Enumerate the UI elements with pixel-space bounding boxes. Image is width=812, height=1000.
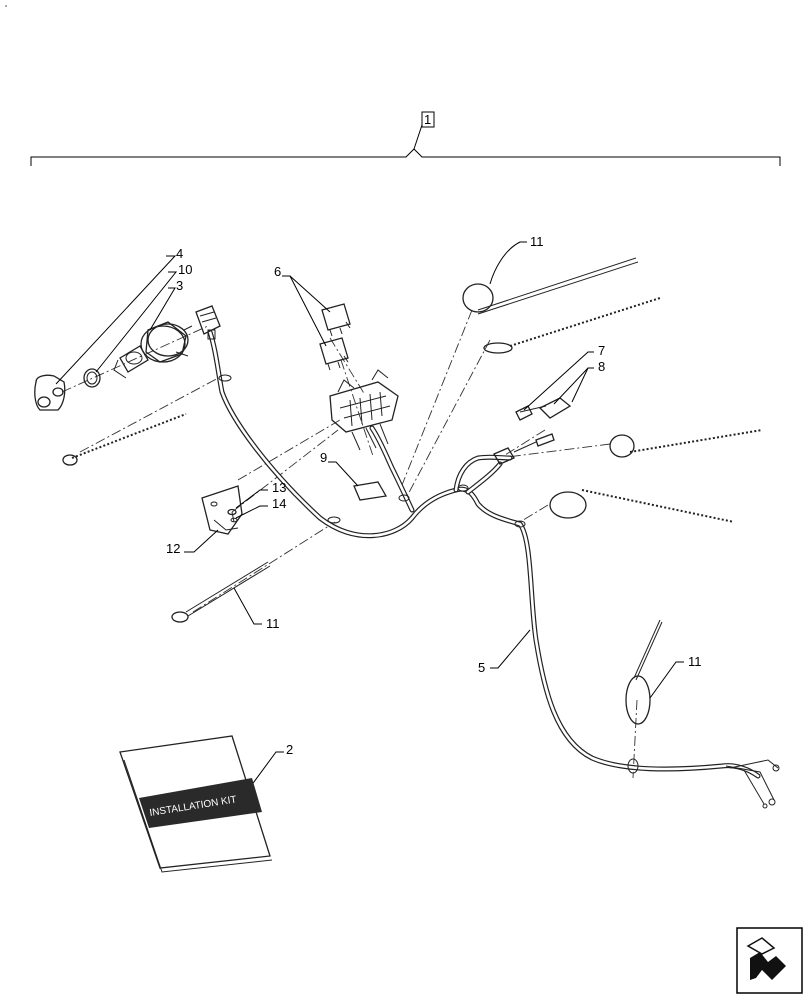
relays: [319, 303, 351, 371]
callout-4: 4: [176, 246, 183, 261]
callout-8: 8: [598, 359, 605, 374]
installation-kit-booklet: INSTALLATION KIT: [119, 735, 273, 873]
callout-7: 7: [598, 343, 605, 358]
callout-11-left: 11: [266, 616, 280, 631]
callout-2: 2: [286, 742, 293, 757]
ignition-switch: [113, 321, 193, 379]
callout-13: 13: [272, 480, 286, 495]
cable-tie-top-b: [483, 297, 661, 354]
callout-10: 10: [178, 262, 192, 277]
corner-mark: [5, 5, 7, 7]
cable-tie-lower-left: [171, 561, 271, 623]
callout-9: 9: [320, 450, 327, 465]
ring: [83, 368, 101, 388]
installation-lines: [61, 309, 638, 779]
pad: [353, 481, 388, 501]
callout-12: 12: [166, 541, 180, 556]
callouts: 4 10 3 6 11 7 8 9 13 14 12 11: [55, 234, 702, 791]
cable-tie-mid: [549, 489, 735, 523]
switch-bezel: [34, 374, 66, 411]
callout-14: 14: [272, 496, 286, 511]
navigation-arrow-icon[interactable]: [736, 927, 803, 994]
harness-plug: [195, 305, 221, 340]
cable-tie-top: [462, 257, 639, 315]
assembly-bracket: 1: [30, 111, 781, 166]
screw-and-washer: [227, 508, 238, 523]
connectors: [493, 397, 572, 465]
mounting-bracket: [201, 485, 243, 535]
cable-tie-switch: [62, 413, 187, 466]
fuse-block: [329, 369, 399, 451]
callout-6: 6: [274, 264, 281, 279]
wiring-harness: [207, 329, 780, 809]
cable-tie-right: [609, 429, 763, 458]
callout-11-right: 11: [688, 654, 702, 669]
callout-1: 1: [424, 112, 431, 127]
cable-tie-lower-right: [625, 619, 663, 725]
callout-11-top: 11: [530, 234, 544, 249]
callout-5: 5: [478, 660, 485, 675]
callout-3: 3: [176, 278, 183, 293]
